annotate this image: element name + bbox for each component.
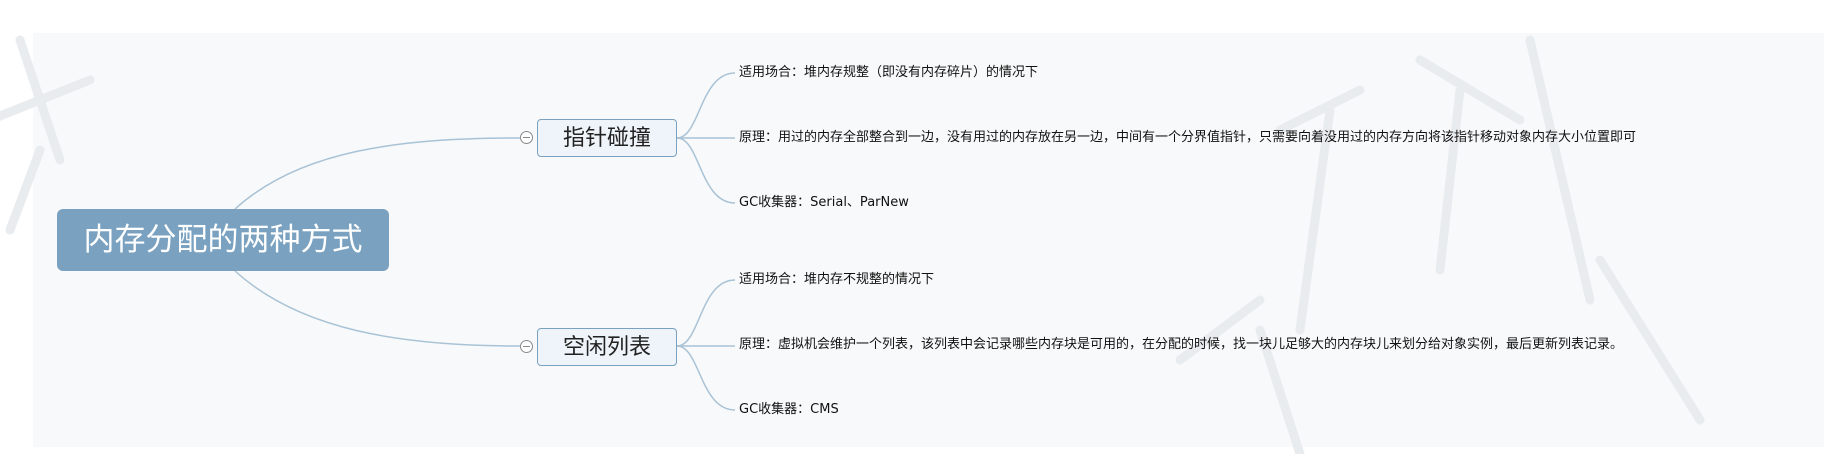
branch-topic-free-list[interactable]: 空闲列表 [537,328,677,366]
root-topic-label: 内存分配的两种方式 [83,222,363,258]
branch-topic-label: 空闲列表 [562,335,651,360]
leaf-topic[interactable]: GC收集器：CMS [739,402,839,417]
connector-root-branch-2 [234,270,521,347]
minus-circle-icon[interactable] [520,340,533,353]
leaf-topic[interactable]: GC收集器：Serial、ParNew [739,195,909,210]
leaf-topic[interactable]: 适用场合：堆内存规整（即没有内存碎片）的情况下 [739,65,1039,80]
connector-branch-2-leaf-3 [676,345,736,411]
leaf-topic[interactable]: 适用场合：堆内存不规整的情况下 [739,272,935,287]
branch-topic-pointer-bump[interactable]: 指针碰撞 [537,119,677,157]
minus-circle-icon[interactable] [520,131,533,144]
branch-topic-label: 指针碰撞 [562,126,651,151]
leaf-topic[interactable]: 原理：用过的内存全部整合到一边，没有用过的内存放在另一边，中间有一个分界值指针，… [739,130,1637,145]
leaf-topic[interactable]: 原理：虚拟机会维护一个列表，该列表中会记录哪些内存块是可用的，在分配的时候，找一… [739,337,1624,352]
connector-branch-1-leaf-3 [676,137,736,204]
root-topic[interactable]: 内存分配的两种方式 [57,209,389,271]
connector-root-branch-1 [234,137,521,210]
connector-branch-1-leaf-1 [676,72,736,139]
connector-branch-2-leaf-1 [676,279,736,347]
